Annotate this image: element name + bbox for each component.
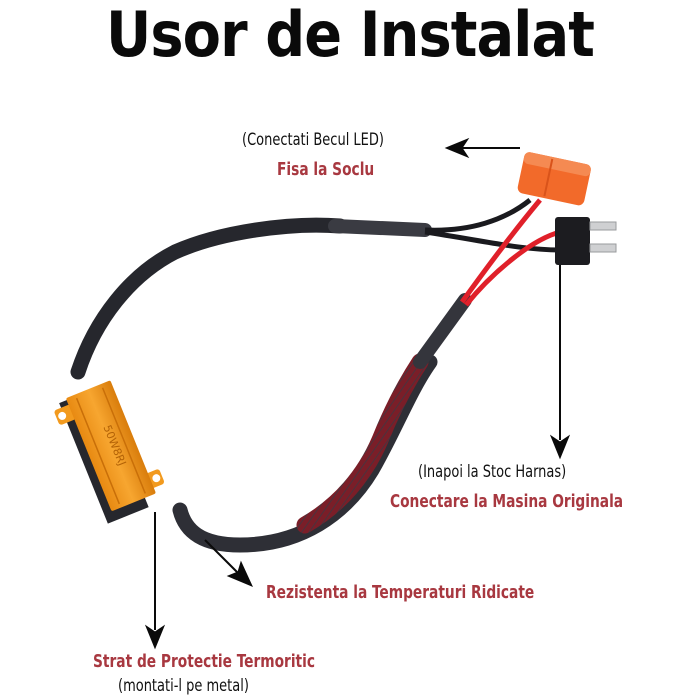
led-bulb-socket bbox=[517, 152, 591, 206]
led-socket-title: Fisa la Soclu bbox=[277, 159, 375, 180]
led-socket-subtitle: (Conectati Becul LED) bbox=[242, 130, 384, 150]
arrows bbox=[144, 137, 571, 650]
stock-harness-subtitle: (Inapoi la Stoc Harnas) bbox=[418, 462, 567, 482]
wires bbox=[424, 198, 561, 307]
load-resistor: 50W8RJ bbox=[54, 380, 165, 524]
thermal-layer-subtitle: (montati-l pe metal) bbox=[118, 676, 249, 696]
stock-harness-title: Conectare la Masina Originala bbox=[390, 491, 624, 512]
page-title: Usor de Instalat bbox=[105, 0, 595, 71]
black-sleeve-cable bbox=[70, 217, 472, 553]
temperature-title: Rezistenta la Temperaturi Ridicate bbox=[266, 582, 535, 603]
h7-plug bbox=[555, 217, 617, 265]
thermal-layer-title: Strat de Protectie Termoritic bbox=[93, 651, 316, 672]
